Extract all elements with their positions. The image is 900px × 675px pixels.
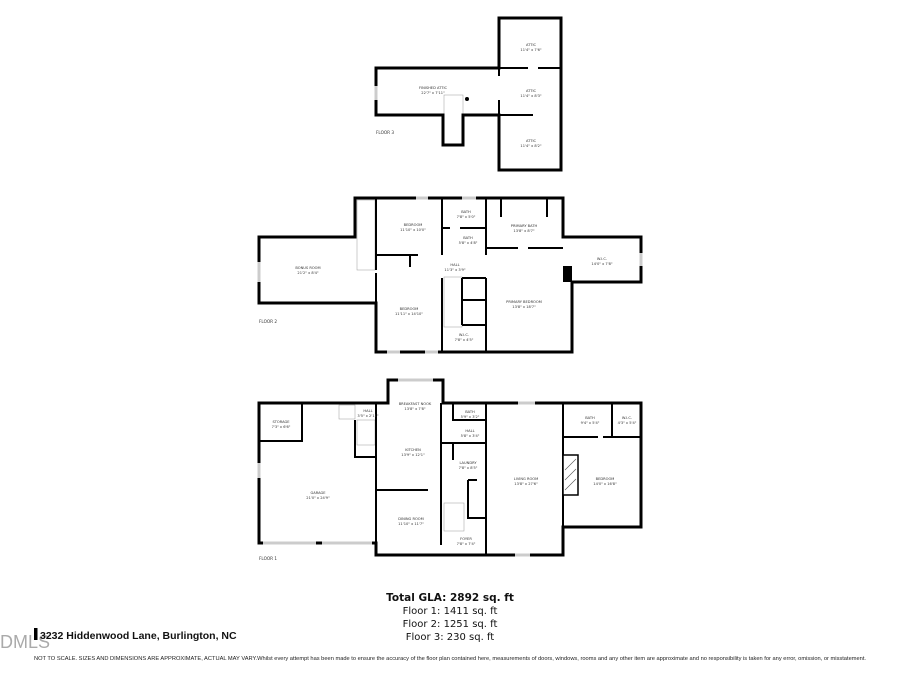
floor-2-outline <box>257 196 643 354</box>
room-name: BATH <box>463 236 473 240</box>
floor-2-plan: FLOOR 2 BONUS ROOM 21'2" x 8'4" BEDROOM … <box>257 196 643 354</box>
room-name: STORAGE <box>272 420 290 424</box>
room-dims: 7'3" x 6'6" <box>272 425 291 429</box>
room-name: LAUNDRY <box>459 461 477 465</box>
address: 3232 Hiddenwood Lane, Burlington, NC <box>40 630 237 642</box>
room-dims: 7'8" x 7'4" <box>457 542 476 546</box>
room-name: BATH <box>585 416 595 420</box>
floor-2-label: FLOOR 2 <box>259 319 277 324</box>
staircase <box>443 276 463 328</box>
room-dims: 7'8" x 4'5" <box>455 338 474 342</box>
room-name: HALL <box>465 429 474 433</box>
floor-3-walls <box>498 67 561 116</box>
room-name: ATTIC <box>526 139 537 143</box>
room-name: W.I.C. <box>597 257 607 261</box>
room-dims: 11'4" x 7'6" <box>520 48 541 52</box>
fireplace <box>562 454 579 496</box>
room-name: BONUS ROOM <box>295 266 320 270</box>
room-name: BEDROOM <box>404 223 423 227</box>
logo-bar <box>34 628 38 640</box>
floor-1-label: FLOOR 1 <box>259 556 277 561</box>
room-dims: 11'4" x 8'2" <box>520 144 541 148</box>
room-dims: 9'4" x 5'4" <box>581 421 600 425</box>
room-name: KITCHEN <box>405 448 421 452</box>
floor-2-walls <box>375 198 563 352</box>
windows <box>257 86 643 557</box>
floor-1-plan: FLOOR 1 STORAGE 7'3" x 6'6" HALL 3'5" x … <box>257 378 643 561</box>
room-name: DINING ROOM <box>398 517 423 521</box>
room-dims: 13'8" x 18'7" <box>512 305 536 309</box>
room-name: FOYER <box>460 537 472 541</box>
post-icon <box>465 97 469 101</box>
dmls-logo: DMLS <box>0 632 50 652</box>
floor-3-area: Floor 3: 230 sq. ft <box>406 632 494 643</box>
floor-1-area: Floor 1: 1411 sq. ft <box>403 606 498 617</box>
room-dims: 5'8" x 4'8" <box>459 241 478 245</box>
room-name: GARAGE <box>310 491 326 495</box>
room-dims: 5'9" x 3'2" <box>461 415 480 419</box>
staircase <box>356 199 376 271</box>
room-name: BATH <box>465 410 475 414</box>
room-name: BATH <box>461 210 471 214</box>
room-name: W.I.C. <box>622 416 632 420</box>
floor-3-label: FLOOR 3 <box>376 130 394 135</box>
room-dims: 11'4" x 8'3" <box>520 94 541 98</box>
room-dims: 21'2" x 8'4" <box>297 271 318 275</box>
room-dims: 11'11" x 14'10" <box>395 312 423 316</box>
disclaimer: NOT TO SCALE. SIZES AND DIMENSIONS ARE A… <box>34 656 866 662</box>
room-dims: 13'8" x 27'6" <box>514 482 538 486</box>
staircase <box>443 502 465 532</box>
room-dims: 14'0" x 16'8" <box>593 482 617 486</box>
room-name: PRIMARY BEDROOM <box>506 300 542 304</box>
room-dims: 14'0" x 7'8" <box>591 262 612 266</box>
room-dims: 13'8" x 8'7" <box>513 229 534 233</box>
room-name: ATTIC <box>526 89 537 93</box>
total-gla: Total GLA: 2892 sq. ft <box>386 592 514 604</box>
room-name: PRIMARY BATH <box>511 224 538 228</box>
room-name: HALL <box>450 263 459 267</box>
floor-2-area: Floor 2: 1251 sq. ft <box>403 619 498 630</box>
floor-1-walls <box>259 403 641 555</box>
room-name: ATTIC <box>526 43 537 47</box>
room-dims: 13'8" x 7'8" <box>404 407 425 411</box>
room-dims: 4'3" x 5'4" <box>618 421 637 425</box>
room-dims: 13'9" x 12'1" <box>401 453 425 457</box>
room-name: LIVING ROOM <box>514 477 538 481</box>
room-dims: 11'10" x 10'0" <box>400 228 426 232</box>
room-name: FINISHED ATTIC <box>419 86 448 90</box>
staircase <box>338 404 356 420</box>
room-dims: 7'8" x 8'5" <box>459 466 478 470</box>
room-dims: 7'8" x 5'0" <box>457 215 476 219</box>
room-dims: 3'5" x 2'11" <box>357 414 378 418</box>
floor-3-plan: FLOOR 3 FINISHED ATTIC 22'7" x 7'11" ATT… <box>374 16 563 172</box>
room-name: BEDROOM <box>400 307 419 311</box>
room-name: HALL <box>363 409 372 413</box>
room-name: BREAKFAST NOOK <box>399 402 432 406</box>
room-name: W.I.C. <box>459 333 469 337</box>
room-dims: 21'0" x 24'9" <box>306 496 330 500</box>
room-dims: 5'8" x 3'4" <box>461 434 480 438</box>
chimney <box>563 266 572 282</box>
room-dims: 22'7" x 7'11" <box>421 91 445 95</box>
staircase <box>443 94 464 145</box>
staircase <box>356 419 376 446</box>
room-dims: 11'10" x 11'7" <box>398 522 424 526</box>
room-dims: 11'3" x 3'9" <box>444 268 465 272</box>
room-name: BEDROOM <box>596 477 615 481</box>
